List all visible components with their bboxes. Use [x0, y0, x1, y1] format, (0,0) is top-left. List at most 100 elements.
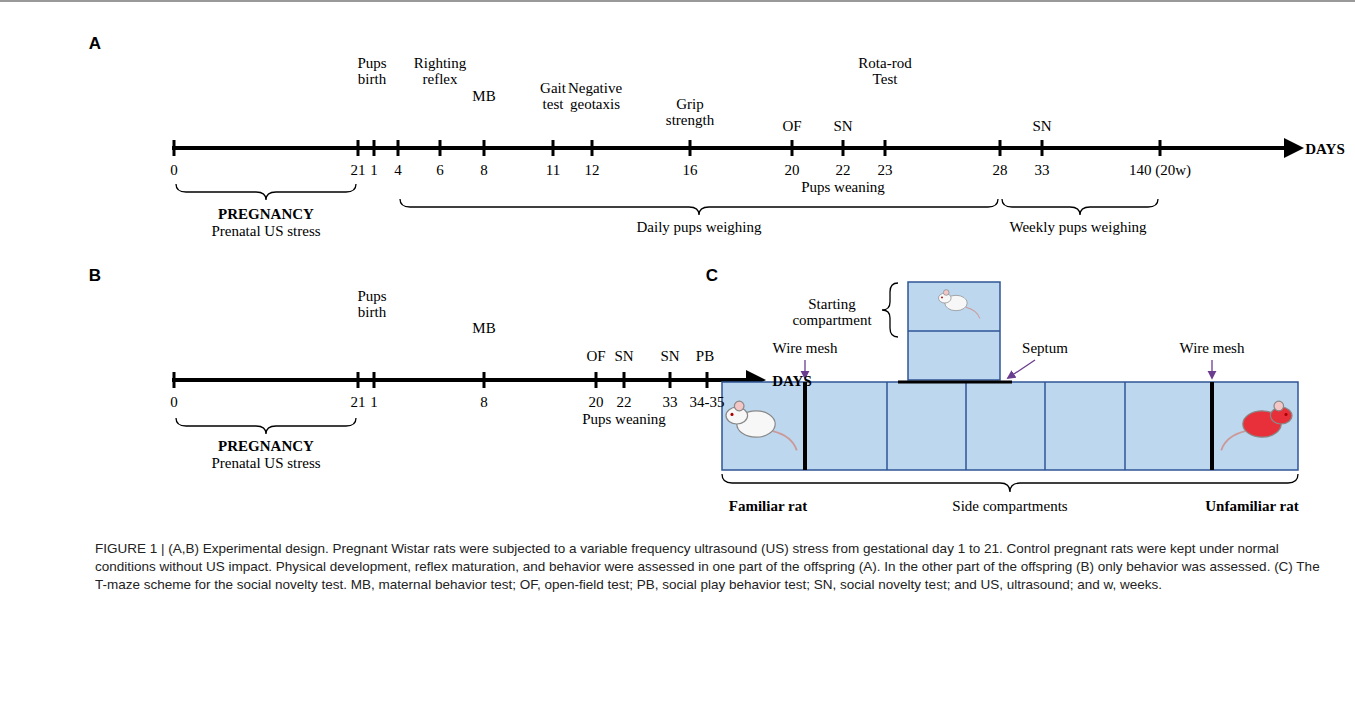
- wire-mesh: [803, 382, 807, 470]
- timeline-tick: [595, 372, 598, 388]
- timeline-tick: [669, 372, 672, 388]
- timeline-tick: [791, 140, 794, 156]
- wire-mesh: [1210, 382, 1214, 470]
- compartment-divider: [908, 330, 1000, 332]
- timeline-label: 6: [436, 162, 444, 178]
- timeline-label: 21: [351, 162, 366, 178]
- figure-caption: FIGURE 1 | (A,B) Experimental design. Pr…: [95, 540, 1330, 594]
- timeline-tick: [173, 140, 176, 156]
- rat-icon: [939, 290, 980, 319]
- timeline-tick: [173, 372, 176, 388]
- septum: [898, 381, 1012, 384]
- timeline-tick: [591, 140, 594, 156]
- timeline-label: PREGNANCY: [218, 206, 314, 222]
- timeline-label: SN: [1032, 118, 1051, 134]
- timeline-label: 4: [394, 162, 402, 178]
- timeline-label: Pups birth: [347, 55, 397, 87]
- timeline-label: 8: [480, 162, 488, 178]
- timeline-label: Pups weaning: [801, 179, 885, 195]
- timeline-label: Prenatal US stress: [211, 223, 320, 239]
- timeline-label: Starting compartment: [782, 296, 882, 328]
- timeline-label: DAYS: [1305, 141, 1344, 157]
- timeline-axis: [172, 146, 1300, 150]
- timeline-axis: [172, 378, 762, 382]
- timeline-label: Pups weaning: [582, 411, 666, 427]
- timeline-tick: [373, 140, 376, 156]
- timeline-label: 8: [480, 394, 488, 410]
- timeline-tick: [999, 140, 1002, 156]
- timeline-label: Unfamiliar rat: [1205, 498, 1298, 514]
- timeline-tick: [623, 372, 626, 388]
- timeline-tick: [689, 140, 692, 156]
- starting-compartment: [908, 282, 1000, 380]
- timeline-label: MB: [472, 320, 495, 336]
- timeline-label: SN: [833, 118, 852, 134]
- timeline-label: OF: [586, 348, 605, 364]
- timeline-label: 22: [617, 394, 632, 410]
- timeline-label: Weekly pups weighing: [1009, 219, 1146, 235]
- timeline-label: SN: [660, 348, 679, 364]
- curly-brace: [882, 283, 898, 337]
- timeline-label: SN: [614, 348, 633, 364]
- timeline-label: PB: [696, 348, 714, 364]
- timeline-label: 140 (20w): [1129, 162, 1191, 178]
- timeline-tick: [1159, 140, 1162, 156]
- rat-icon: [726, 401, 797, 450]
- compartment-divider: [1044, 382, 1046, 470]
- timeline-label: 20: [785, 162, 800, 178]
- timeline-label: 0: [170, 394, 178, 410]
- timeline-label: OF: [782, 118, 801, 134]
- timeline-tick: [397, 140, 400, 156]
- timeline-label: Familiar rat: [729, 498, 807, 514]
- compartment-divider: [965, 382, 967, 470]
- timeline-label: 34-35: [690, 394, 725, 410]
- pointer-arrow: [1211, 360, 1212, 378]
- timeline-label: Wire mesh: [1180, 340, 1245, 356]
- panel-letter: A: [89, 36, 101, 52]
- timeline-label: 1: [370, 162, 378, 178]
- curly-brace: [1002, 199, 1158, 215]
- timeline-tick: [1041, 140, 1044, 156]
- timeline-label: 16: [683, 162, 698, 178]
- timeline-tick: [884, 140, 887, 156]
- timeline-tick: [357, 372, 360, 388]
- timeline-label: DAYS: [772, 373, 811, 389]
- timeline-tick: [842, 140, 845, 156]
- timeline-tick: [439, 140, 442, 156]
- rat-icon: [1221, 401, 1292, 450]
- timeline-label: Righting reflex: [405, 55, 475, 87]
- timeline-label: 33: [663, 394, 678, 410]
- timeline-tick: [552, 140, 555, 156]
- curly-brace: [400, 199, 998, 215]
- timeline-tick: [483, 372, 486, 388]
- pointer-arrow: [1008, 360, 1035, 378]
- timeline-label: Side compartments: [952, 498, 1067, 514]
- top-rule: [0, 0, 1355, 2]
- panel-letter: C: [706, 268, 718, 284]
- timeline-label: PREGNANCY: [218, 438, 314, 454]
- panel-letter: B: [89, 268, 101, 284]
- timeline-tick: [373, 372, 376, 388]
- timeline-label: 0: [170, 162, 178, 178]
- timeline-label: Daily pups weighing: [637, 219, 762, 235]
- timeline-label: Wire mesh: [773, 340, 838, 356]
- timeline-label: 23: [878, 162, 893, 178]
- curly-brace: [722, 474, 1298, 492]
- timeline-label: Pups birth: [347, 288, 397, 320]
- compartment-divider: [886, 382, 888, 470]
- timeline-label: Septum: [1022, 340, 1068, 356]
- timeline-label: Prenatal US stress: [211, 455, 320, 471]
- timeline-label: 11: [546, 162, 560, 178]
- curly-brace: [176, 184, 356, 200]
- timeline-tick: [357, 140, 360, 156]
- timeline-label: 20: [589, 394, 604, 410]
- timeline-label: 21: [351, 394, 366, 410]
- timeline-label: Negative geotaxis: [558, 80, 633, 112]
- side-compartments: [722, 382, 1298, 470]
- compartment-divider: [1124, 382, 1126, 470]
- timeline-label: 1: [370, 394, 378, 410]
- timeline-label: Grip strength: [658, 96, 723, 128]
- timeline-label: 22: [836, 162, 851, 178]
- timeline-label: 28: [993, 162, 1008, 178]
